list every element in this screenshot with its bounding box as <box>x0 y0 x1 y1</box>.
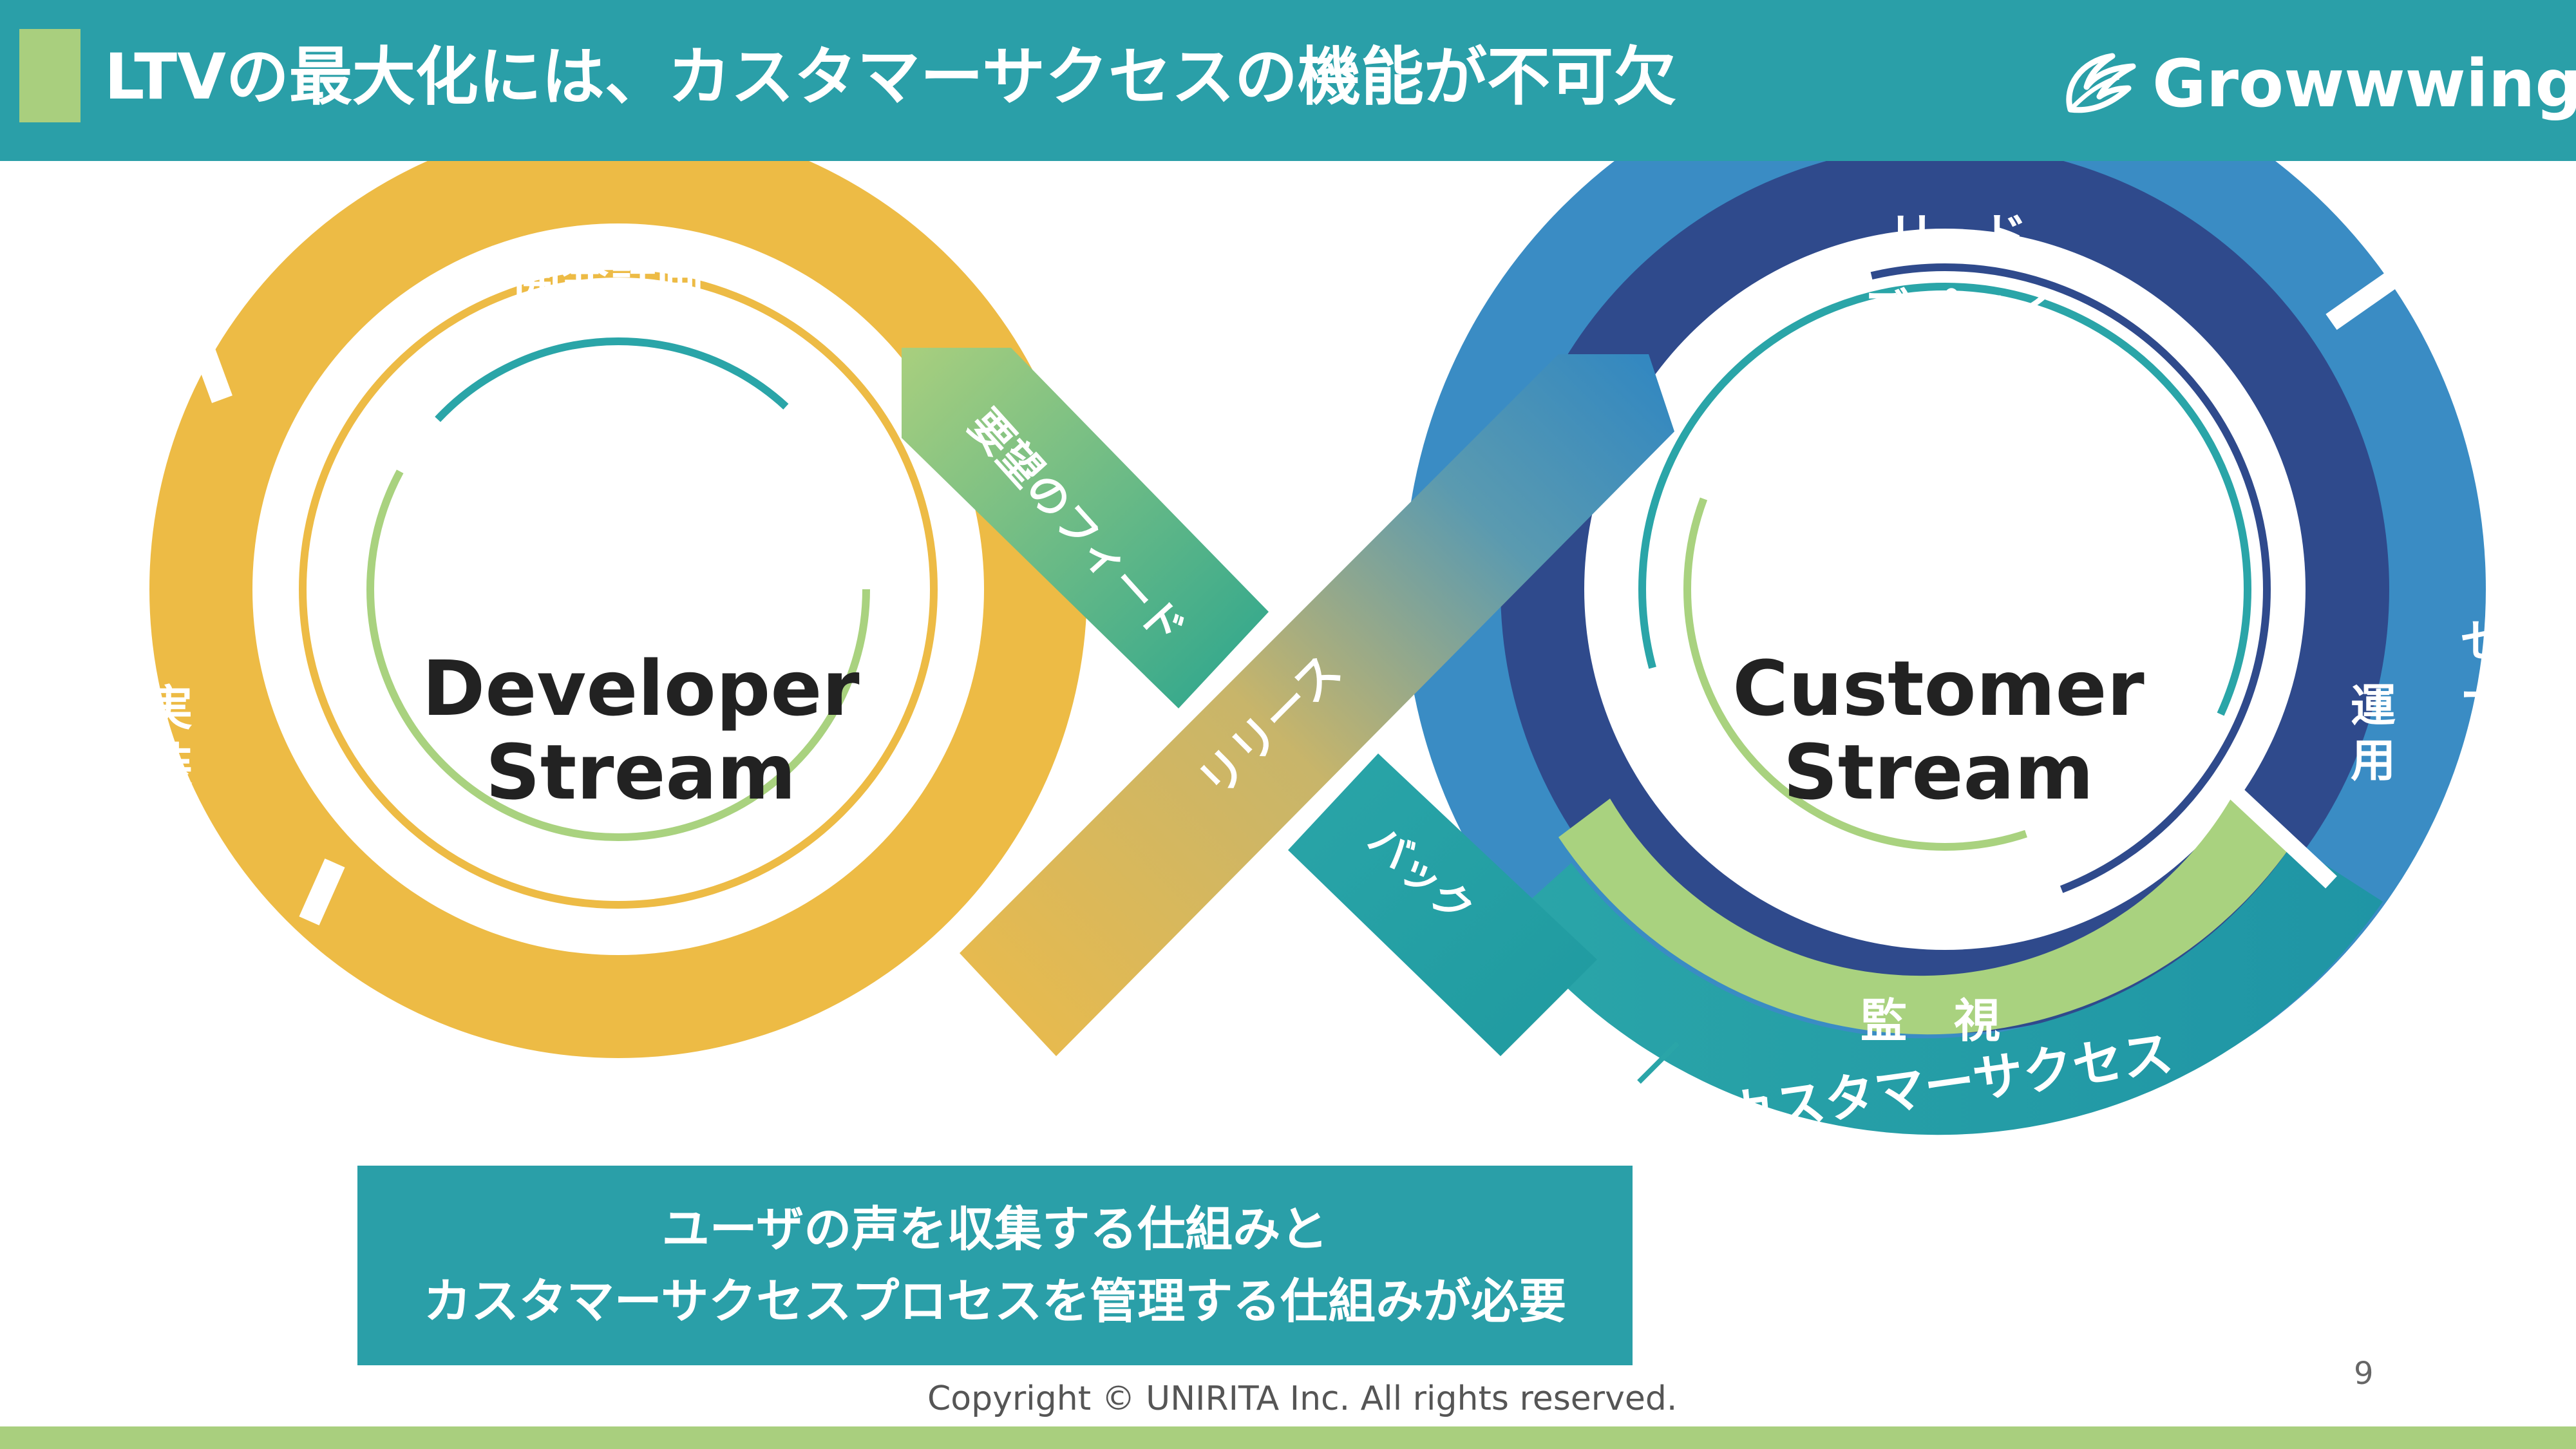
header-bar: LTVの最大化には、カスタマーサクセスの機能が不可欠 Growwwing <box>0 0 2576 161</box>
growwwing-logo: Growwwing <box>2061 35 2576 132</box>
developer-ring-separator <box>189 334 232 403</box>
wing-logo-icon <box>2066 53 2136 113</box>
phase-label-sales-3: ル <box>2460 728 2505 781</box>
phase-label-deploy: デプロイ <box>1860 284 2056 341</box>
footer-bar <box>0 1426 2576 1449</box>
phase-label-sales-2: ー <box>2460 670 2505 723</box>
phase-label-monitor-1: 監 <box>1861 994 1907 1048</box>
customer-inner-green-ring <box>1683 328 2206 851</box>
feedback-arrow-bottom <box>1288 753 1597 1056</box>
developer-loop <box>149 161 1087 1058</box>
developer-ring-separator <box>299 858 345 925</box>
developer-title-line1: Developer <box>422 644 859 733</box>
logo-text: Growwwing <box>2152 45 2576 122</box>
callout-line-2: カスタマーサクセスプロセスを管理する仕組みが必要 <box>423 1274 1567 1329</box>
phase-label-sales-1: セ <box>2460 615 2505 668</box>
customer-loop <box>1404 161 2486 1135</box>
customer-success-band <box>1507 844 2383 1135</box>
customer-inner-teal-ring <box>1638 283 2251 896</box>
customer-ring-separator <box>2229 786 2337 889</box>
release-arrow <box>960 354 1674 1056</box>
phase-label-lead: リード <box>1888 208 2027 262</box>
developer-white-center <box>379 350 858 829</box>
phase-label-implement-2: 装 <box>145 739 193 794</box>
phase-label-operation-1: 運 <box>2351 679 2396 732</box>
monitor-band <box>1558 792 2293 1035</box>
phase-label-sales-4: ス <box>2460 786 2505 838</box>
developer-inner-yellow-ring <box>299 270 938 909</box>
phase-label-planning: 開発計画 <box>513 249 704 305</box>
callout-pointer-line <box>1637 1041 1680 1084</box>
bridge-arrows <box>902 348 1674 1056</box>
callout-box: ユーザの声を収集する仕組みと カスタマーサクセスプロセスを管理する仕組みが必要 <box>357 1166 1633 1365</box>
devops-infinity-diagram: Developer Stream 開発計画 実 装 Customer Strea… <box>145 161 2505 1145</box>
customer-white-center <box>1700 345 2190 834</box>
feedback-arrow-top <box>902 348 1269 708</box>
callout-line-1: ユーザの声を収集する仕組みと <box>661 1202 1329 1257</box>
customer-title-line1: Customer <box>1732 644 2145 733</box>
customer-inner-navy-ring <box>1619 263 2271 915</box>
developer-inner-teal-ring <box>366 337 870 841</box>
developer-inner-green-ring <box>366 337 870 841</box>
developer-title-line2: Stream <box>486 728 796 817</box>
copyright-text: Copyright © UNIRITA Inc. All rights rese… <box>927 1379 1678 1418</box>
slide-title: LTVの最大化には、カスタマーサクセスの機能が不可欠 <box>104 41 1676 114</box>
header-accent-block <box>19 29 80 122</box>
page-number: 9 <box>2354 1356 2374 1392</box>
customer-ring-separator <box>2325 269 2401 330</box>
phase-label-implement-1: 実 <box>145 681 193 736</box>
phase-label-operation-2: 用 <box>2351 734 2396 787</box>
phase-label-monitor-2: 視 <box>1954 994 2000 1048</box>
customer-title-line2: Stream <box>1783 728 2094 817</box>
